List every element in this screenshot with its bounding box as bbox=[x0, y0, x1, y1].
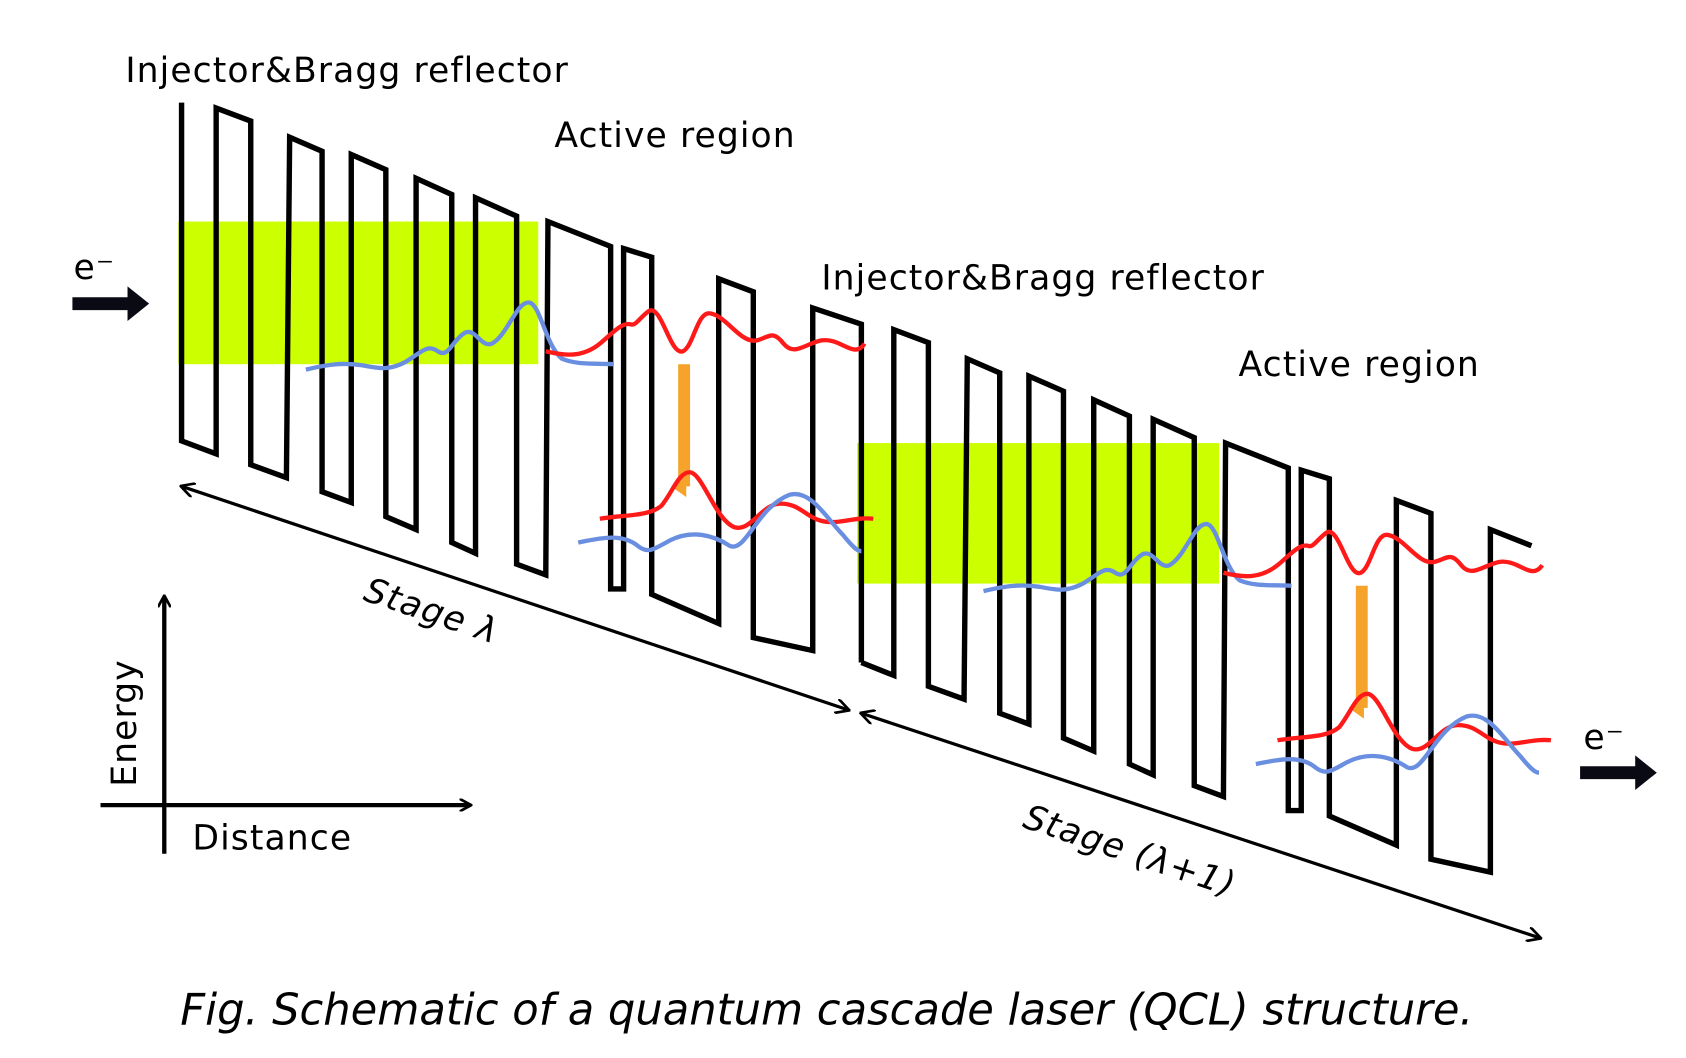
energy-axis-label: Energy bbox=[105, 659, 145, 787]
conduction-band-stage-1 bbox=[178, 102, 865, 663]
injector-label-stage-2: Injector&Bragg reflector bbox=[821, 259, 1265, 299]
stage-2-span-arrow bbox=[861, 713, 1540, 938]
upper-laser-state-wavefunction bbox=[545, 308, 867, 357]
injector-label-stage-1: Injector&Bragg reflector bbox=[125, 51, 569, 91]
stage-1-label: Stage λ bbox=[359, 570, 503, 652]
active-region-highlight-stage-2 bbox=[857, 443, 1220, 584]
electron-out-arrow-icon bbox=[1580, 755, 1657, 790]
conduction-band-stage-2 bbox=[860, 325, 1533, 876]
stage-1-span-arrow bbox=[182, 486, 849, 710]
distance-axis-label: Distance bbox=[192, 818, 352, 858]
electron-in-arrow-icon bbox=[72, 286, 150, 321]
stage-2-label: Stage (λ+1) bbox=[1018, 797, 1240, 905]
injector-state-wavefunction bbox=[305, 300, 614, 372]
figure-caption: Fig. Schematic of a quantum cascade lase… bbox=[180, 985, 1473, 1035]
electron-in-label: e⁻ bbox=[73, 248, 115, 288]
injector-state-wavefunction bbox=[983, 521, 1292, 594]
upper-laser-state-wavefunction bbox=[1222, 529, 1545, 579]
active-region-label-stage-2: Active region bbox=[1239, 345, 1480, 385]
electron-out-label: e⁻ bbox=[1583, 718, 1625, 758]
active-region-label-stage-1: Active region bbox=[554, 116, 795, 156]
